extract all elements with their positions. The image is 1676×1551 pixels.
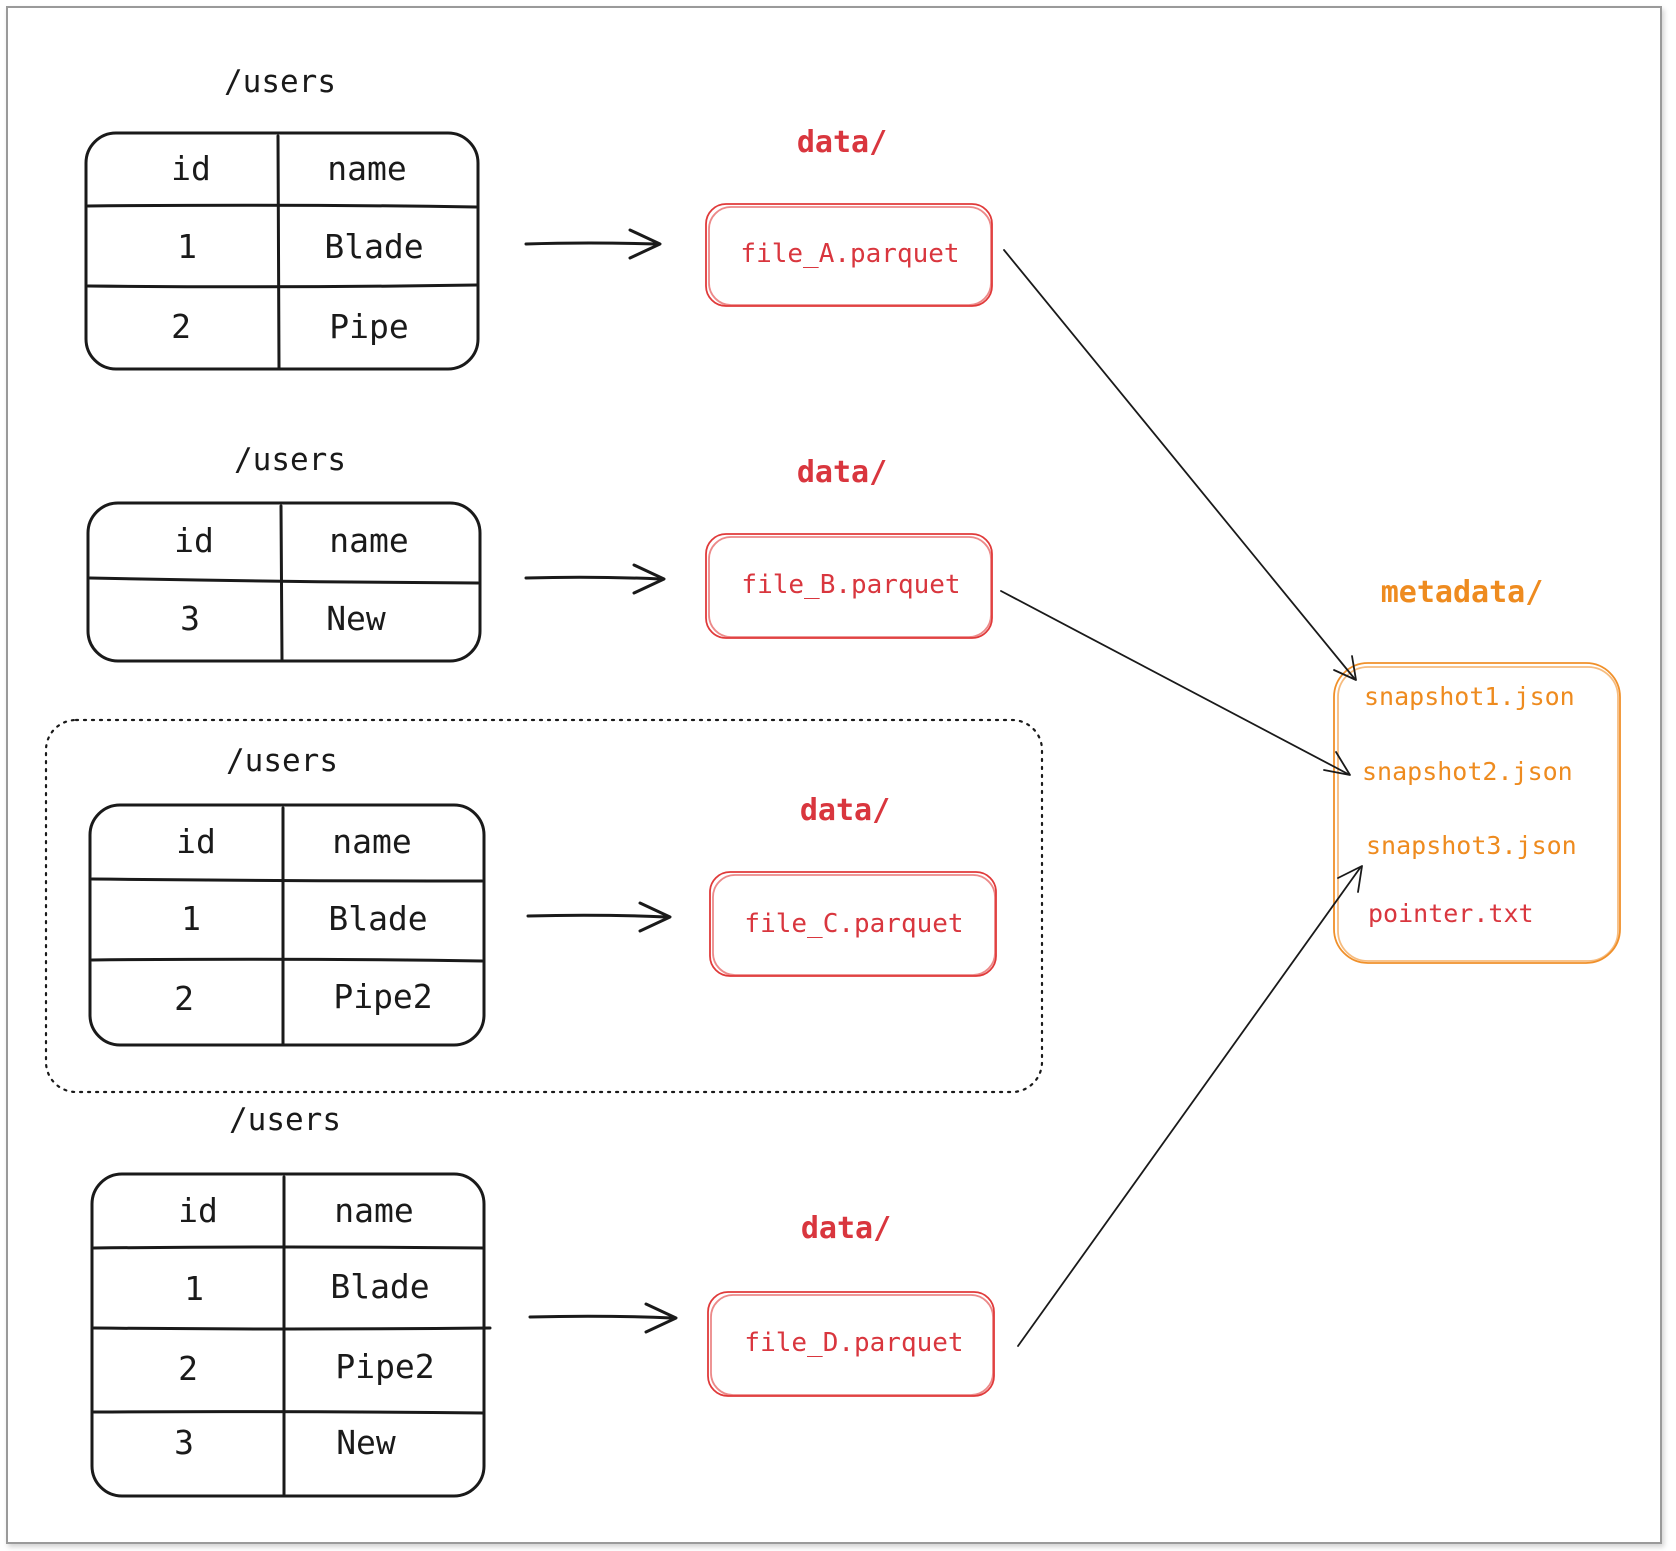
row-divider — [86, 203, 478, 209]
cell-name-changed: Pipe2 — [335, 1347, 434, 1386]
metadata-folder-label: metadata/ — [1381, 575, 1544, 610]
diagram-canvas: /users id name 1 Blade 2 Pipe /users id … — [44, 64, 1621, 1498]
row-divider — [90, 957, 484, 963]
parquet-file-name: file_B.parquet — [741, 570, 960, 600]
users-table-1: /users id name 1 Blade 2 Pipe — [84, 64, 480, 371]
write-arrow-4 — [528, 1302, 678, 1334]
write-arrow-1 — [524, 228, 662, 260]
row-divider — [92, 1410, 486, 1415]
data-folder-label: data/ — [800, 793, 890, 828]
table-border — [88, 803, 486, 1047]
row-divider — [90, 877, 484, 883]
cell-id: 1 — [184, 1269, 204, 1308]
reference-arrow-b-to-snapshot2 — [1000, 590, 1351, 776]
snapshot-file: snapshot3.json — [1366, 831, 1577, 860]
cell-name: Blade — [328, 899, 427, 938]
cell-id: 2 — [174, 979, 194, 1018]
cell-name: New — [326, 599, 386, 638]
row-divider — [86, 283, 479, 289]
table-border — [86, 501, 482, 663]
column-divider — [276, 134, 281, 370]
header-id: id — [174, 521, 214, 560]
cell-id: 1 — [181, 899, 201, 938]
data-folder-label: data/ — [797, 455, 887, 490]
cell-id: 3 — [180, 599, 200, 638]
diagram-frame: /users id name 1 Blade 2 Pipe /users id … — [6, 6, 1662, 1544]
data-file-box — [709, 871, 997, 977]
reference-arrow-d-to-snapshot3 — [1017, 865, 1363, 1347]
parquet-file-name: file_D.parquet — [744, 1328, 963, 1358]
data-folder-2: data/ file_B.parquet — [705, 455, 993, 639]
header-id: id — [171, 149, 211, 188]
pointer-file: pointer.txt — [1368, 899, 1534, 928]
metadata-folder: metadata/ snapshot1.json snapshot2.json … — [1333, 575, 1621, 964]
header-id: id — [176, 822, 216, 861]
table-title: /users — [229, 1102, 341, 1138]
parquet-file-name: file_C.parquet — [744, 909, 963, 939]
table-title: /users — [226, 743, 338, 779]
data-file-box — [705, 203, 993, 307]
cell-id: 1 — [177, 227, 197, 266]
data-folder-4: data/ file_D.parquet — [707, 1211, 995, 1397]
table-title: /users — [224, 64, 336, 100]
snapshot-file: snapshot2.json — [1362, 757, 1573, 786]
snapshot-file: snapshot1.json — [1364, 682, 1575, 711]
metadata-box — [1333, 662, 1621, 964]
data-folder-3: data/ file_C.parquet — [709, 793, 997, 977]
header-id: id — [178, 1191, 218, 1230]
table-border — [84, 131, 480, 371]
cell-id: 2 — [178, 1349, 198, 1388]
write-arrow-3 — [526, 901, 672, 933]
table-title: /users — [234, 442, 346, 478]
users-table-3: /users id name 1 Blade 2 Pipe2 — [88, 743, 486, 1047]
users-table-4: /users id name 1 Blade 2 Pipe2 3 New — [90, 1102, 492, 1498]
column-divider — [279, 504, 284, 662]
data-file-box — [705, 533, 993, 639]
cell-id-new: 3 — [174, 1423, 194, 1462]
cell-name: Blade — [324, 227, 423, 266]
write-arrow-2 — [524, 563, 666, 595]
header-name: name — [332, 822, 411, 861]
cell-name: Blade — [330, 1267, 429, 1306]
header-name: name — [327, 149, 406, 188]
cell-name-changed: Pipe2 — [333, 977, 432, 1016]
users-table-2: /users id name 3 New — [86, 442, 482, 663]
cell-name: Pipe — [329, 307, 408, 346]
data-folder-1: data/ file_A.parquet — [705, 125, 993, 307]
parquet-file-name: file_A.parquet — [740, 239, 959, 269]
row-divider — [92, 1245, 486, 1250]
highlight-group-border — [44, 718, 1044, 1094]
cell-id: 2 — [171, 307, 191, 346]
data-folder-label: data/ — [801, 1211, 891, 1246]
table-border — [90, 1172, 486, 1498]
cell-name-new: New — [336, 1423, 396, 1462]
data-folder-label: data/ — [797, 125, 887, 160]
reference-arrow-a-to-snapshot1 — [1003, 249, 1357, 681]
row-divider — [88, 576, 480, 585]
header-name: name — [334, 1191, 413, 1230]
header-name: name — [329, 521, 408, 560]
data-file-box — [707, 1291, 995, 1397]
row-divider — [92, 1326, 492, 1331]
